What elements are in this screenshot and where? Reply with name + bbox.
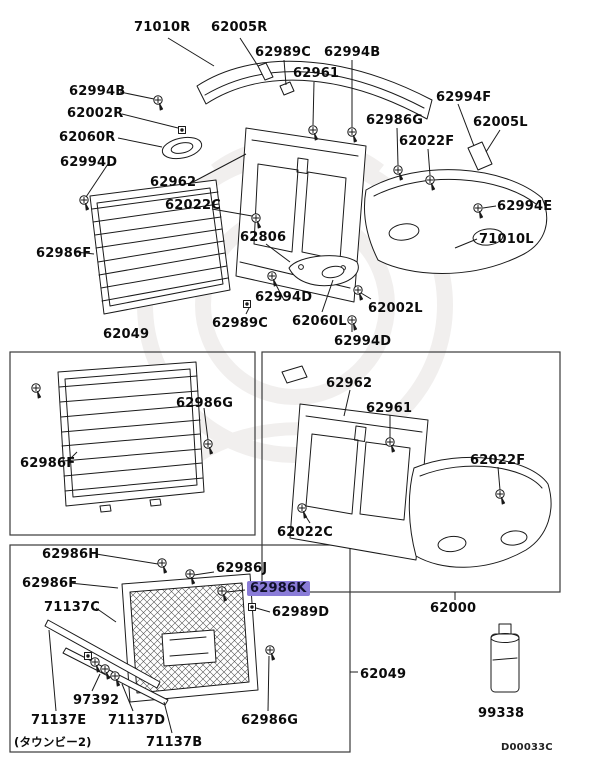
part-label-62994D-c[interactable]: 62994D — [334, 334, 392, 349]
mesh-grille-art — [44, 558, 276, 706]
part-label-99338[interactable]: 99338 — [478, 706, 525, 721]
part-label-62005L[interactable]: 62005L — [473, 115, 528, 130]
part-label-62022C-b[interactable]: 62022C — [277, 525, 333, 540]
part-label-62994B-a[interactable]: 62994B — [324, 45, 381, 60]
part-label-62986G-c[interactable]: 62986G — [241, 713, 299, 728]
part-label-62022C-a[interactable]: 62022C — [165, 198, 221, 213]
part-label-62962-b[interactable]: 62962 — [326, 376, 373, 391]
part-label-62060R[interactable]: 62060R — [59, 130, 116, 145]
part-label-62994D-a[interactable]: 62994D — [60, 155, 118, 170]
part-label-62994E[interactable]: 62994E — [497, 199, 553, 214]
part-label-62989D[interactable]: 62989D — [272, 605, 330, 620]
part-label-71137D[interactable]: 71137D — [108, 713, 166, 728]
part-label-62022F-a[interactable]: 62022F — [399, 134, 455, 149]
part-label-62986K[interactable]: 62986K — [247, 581, 310, 596]
part-label-62060L[interactable]: 62060L — [292, 314, 347, 329]
diagram-code: D00033C — [501, 742, 553, 753]
part-label-62986F-c[interactable]: 62986F — [22, 576, 78, 591]
part-label-71137C[interactable]: 71137C — [44, 600, 100, 615]
part-label-97392[interactable]: 97392 — [73, 693, 120, 708]
part-label-62000[interactable]: 62000 — [430, 601, 477, 616]
part-label-71010R[interactable]: 71010R — [134, 20, 191, 35]
part-label-62961-a[interactable]: 62961 — [293, 66, 340, 81]
detail-box-mesh-grille — [9, 544, 351, 753]
part-label-62986H[interactable]: 62986H — [42, 547, 100, 562]
note-townbee: (タウンビー2) — [14, 735, 92, 749]
part-label-62994B-b[interactable]: 62994B — [69, 84, 126, 99]
part-label-71137B[interactable]: 71137B — [146, 735, 203, 750]
part-label-62961-b[interactable]: 62961 — [366, 401, 413, 416]
part-label-62986G-a[interactable]: 62986G — [366, 113, 424, 128]
part-label-62986J[interactable]: 62986J — [216, 561, 268, 576]
part-label-62986G-b[interactable]: 62986G — [176, 396, 234, 411]
touchup-stick-art — [490, 623, 520, 693]
part-label-62989C-a[interactable]: 62989C — [255, 45, 311, 60]
grille-detail-art — [31, 361, 214, 513]
part-label-62986F-b[interactable]: 62986F — [20, 456, 76, 471]
part-label-62989C-b[interactable]: 62989C — [212, 316, 268, 331]
part-label-62994D-b[interactable]: 62994D — [255, 290, 313, 305]
part-label-62049-b[interactable]: 62049 — [360, 667, 407, 682]
detail-box-grille — [9, 351, 256, 536]
part-label-62962-a[interactable]: 62962 — [150, 175, 197, 190]
detail-box-bumper — [261, 351, 561, 593]
part-label-71010L[interactable]: 71010L — [479, 232, 534, 247]
exploded-view-top — [79, 60, 548, 331]
part-label-62994F[interactable]: 62994F — [436, 90, 492, 105]
part-label-71137E[interactable]: 71137E — [31, 713, 87, 728]
part-label-62049-a[interactable]: 62049 — [103, 327, 150, 342]
part-label-62002R[interactable]: 62002R — [67, 106, 124, 121]
part-label-62002L[interactable]: 62002L — [368, 301, 423, 316]
part-label-62022F-b[interactable]: 62022F — [470, 453, 526, 468]
leader-lines — [48, 37, 501, 734]
part-label-62806[interactable]: 62806 — [240, 230, 287, 245]
bumper-detail-art — [281, 365, 552, 568]
part-label-62005R[interactable]: 62005R — [211, 20, 268, 35]
part-label-62986F-a[interactable]: 62986F — [36, 246, 92, 261]
